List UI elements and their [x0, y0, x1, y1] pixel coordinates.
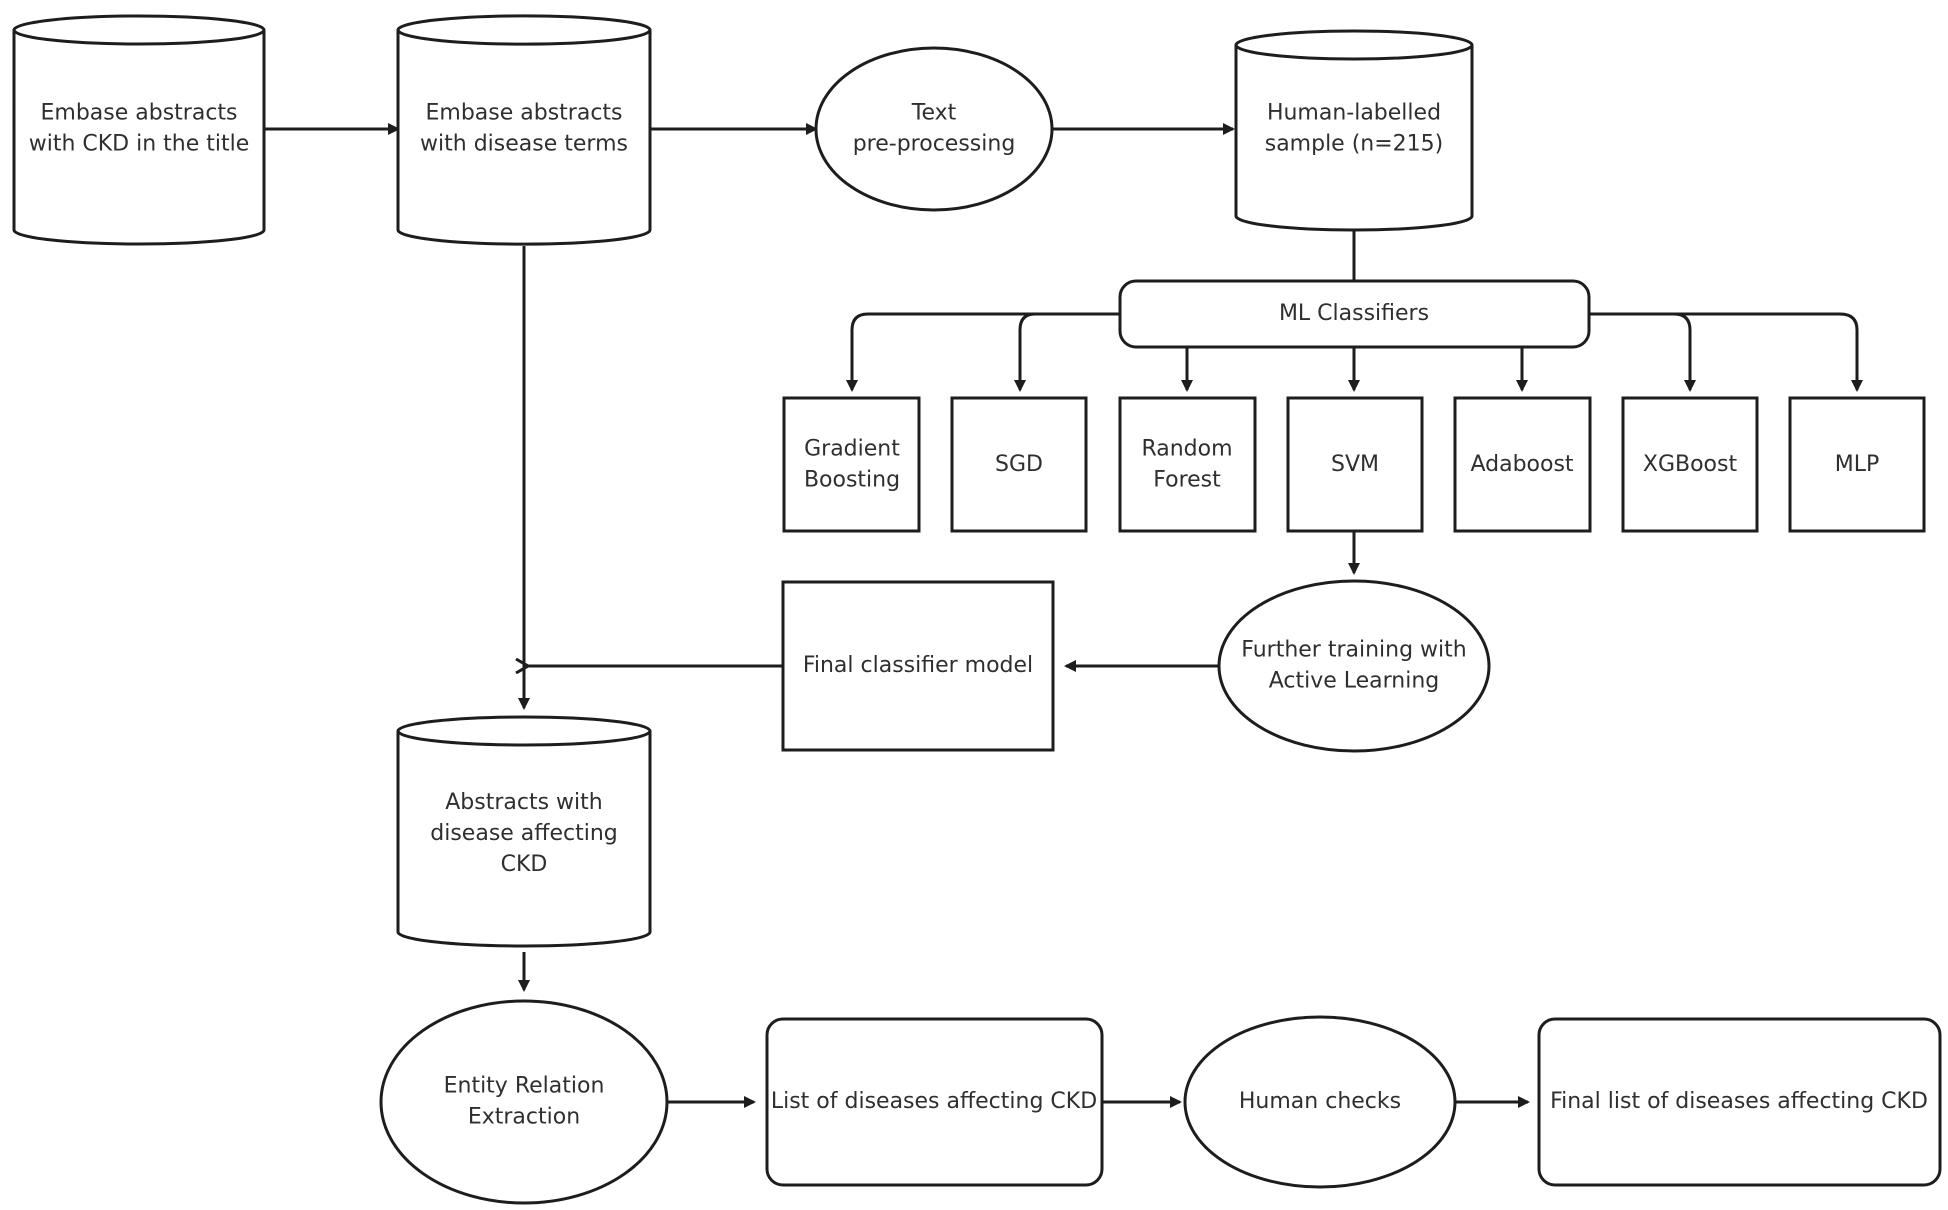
- node-final-classifier-model: Final classifier model: [781, 580, 1055, 752]
- node-sgd: SGD: [950, 396, 1088, 533]
- edge-ml-to-mlp: [1588, 312, 1863, 392]
- xgboost-label: XGBoost: [1643, 452, 1738, 477]
- edge-ml-to-sgd: [1014, 312, 1120, 392]
- final-list-diseases-ckd-label: Final list of diseases affecting CKD: [1550, 1089, 1928, 1114]
- mlp-label: MLP: [1835, 452, 1880, 477]
- svm-label: SVM: [1331, 452, 1379, 477]
- ml-classifiers-label: ML Classifiers: [1279, 301, 1429, 326]
- human-checks-label: Human checks: [1239, 1089, 1401, 1114]
- adaboost-label: Adaboost: [1470, 452, 1573, 477]
- edge-layer: [265, 123, 1863, 1108]
- node-adaboost: Adaboost: [1453, 396, 1592, 533]
- node-list-diseases-ckd: List of diseases affecting CKD: [765, 1017, 1104, 1187]
- node-ml-classifiers: ML Classifiers: [1118, 279, 1591, 349]
- node-final-list-diseases-ckd: Final list of diseases affecting CKD: [1537, 1017, 1942, 1187]
- sgd-label: SGD: [995, 452, 1043, 477]
- node-xgboost: XGBoost: [1621, 396, 1759, 533]
- node-human-checks: Human checks: [1183, 1015, 1457, 1189]
- list-diseases-ckd-label: List of diseases affecting CKD: [771, 1089, 1097, 1114]
- edge-ml-to-xgboost: [1588, 312, 1696, 392]
- node-mlp: MLP: [1788, 396, 1926, 533]
- edge-ml-to-gradient-boosting: [846, 312, 1120, 392]
- node-svm: SVM: [1286, 396, 1424, 533]
- final-classifier-model-label: Final classifier model: [803, 653, 1033, 678]
